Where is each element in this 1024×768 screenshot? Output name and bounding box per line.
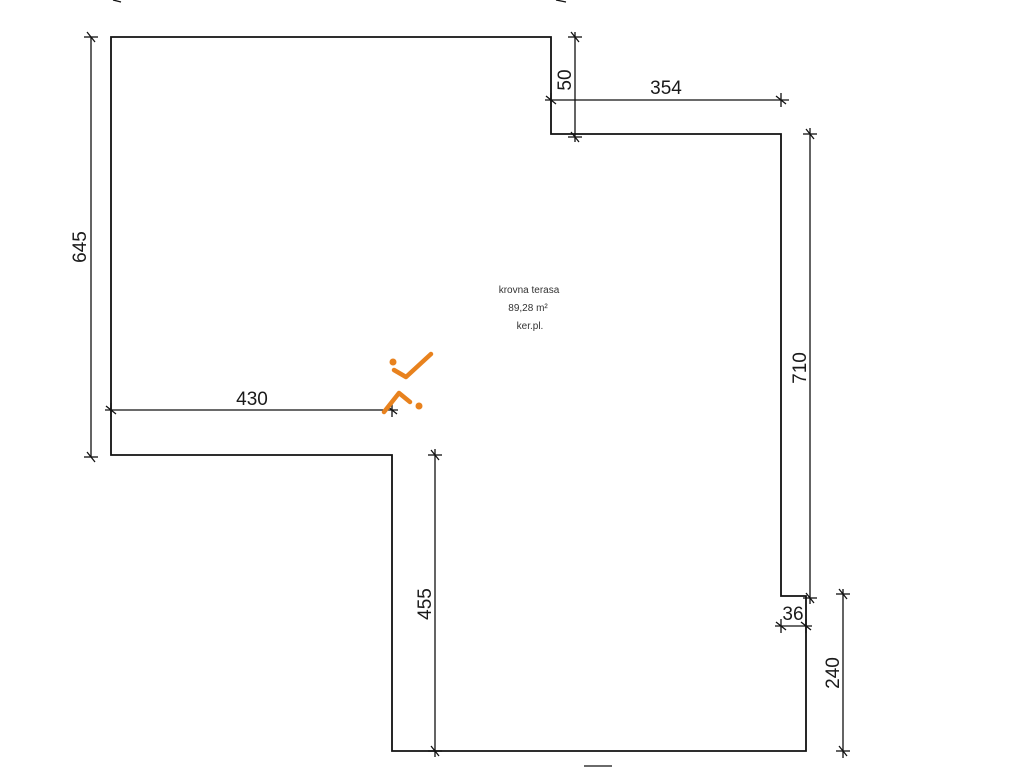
room-label: krovna terasa 89,28 m² ker.pl.	[499, 285, 560, 332]
dimension-label-lower-left-width: 430	[236, 389, 268, 410]
dimension-label-right-height: 710	[790, 352, 811, 384]
dimension-label-top-right-width: 354	[650, 78, 682, 99]
dimension-lower-left-width: 430	[105, 389, 398, 417]
room-name: krovna terasa	[499, 285, 560, 296]
dimension-top-right-width: 354	[545, 78, 789, 107]
dimension-lower-middle-height: 455	[415, 449, 442, 757]
dimension-notch-height: 50	[555, 31, 582, 143]
dimension-small-step: 36	[775, 604, 812, 633]
dimension-right-height: 710	[790, 128, 817, 604]
dimension-label-notch-height: 50	[555, 69, 576, 90]
room-outline	[110, 36, 807, 752]
dimension-label-left-height: 645	[70, 231, 91, 263]
room-finish: ker.pl.	[517, 321, 544, 332]
top-cropped-marks	[112, 0, 567, 3]
room-area: 89,28 m²	[508, 303, 548, 314]
dimension-label-bottom-right-height: 240	[823, 657, 844, 689]
dimension-bottom-right-height: 240	[823, 588, 850, 758]
dimension-label-lower-middle-height: 455	[415, 588, 436, 620]
orange-check-mark-logo-icon	[381, 351, 434, 415]
dimension-left-height: 645	[70, 31, 98, 463]
dimension-label-small-step: 36	[782, 604, 803, 625]
